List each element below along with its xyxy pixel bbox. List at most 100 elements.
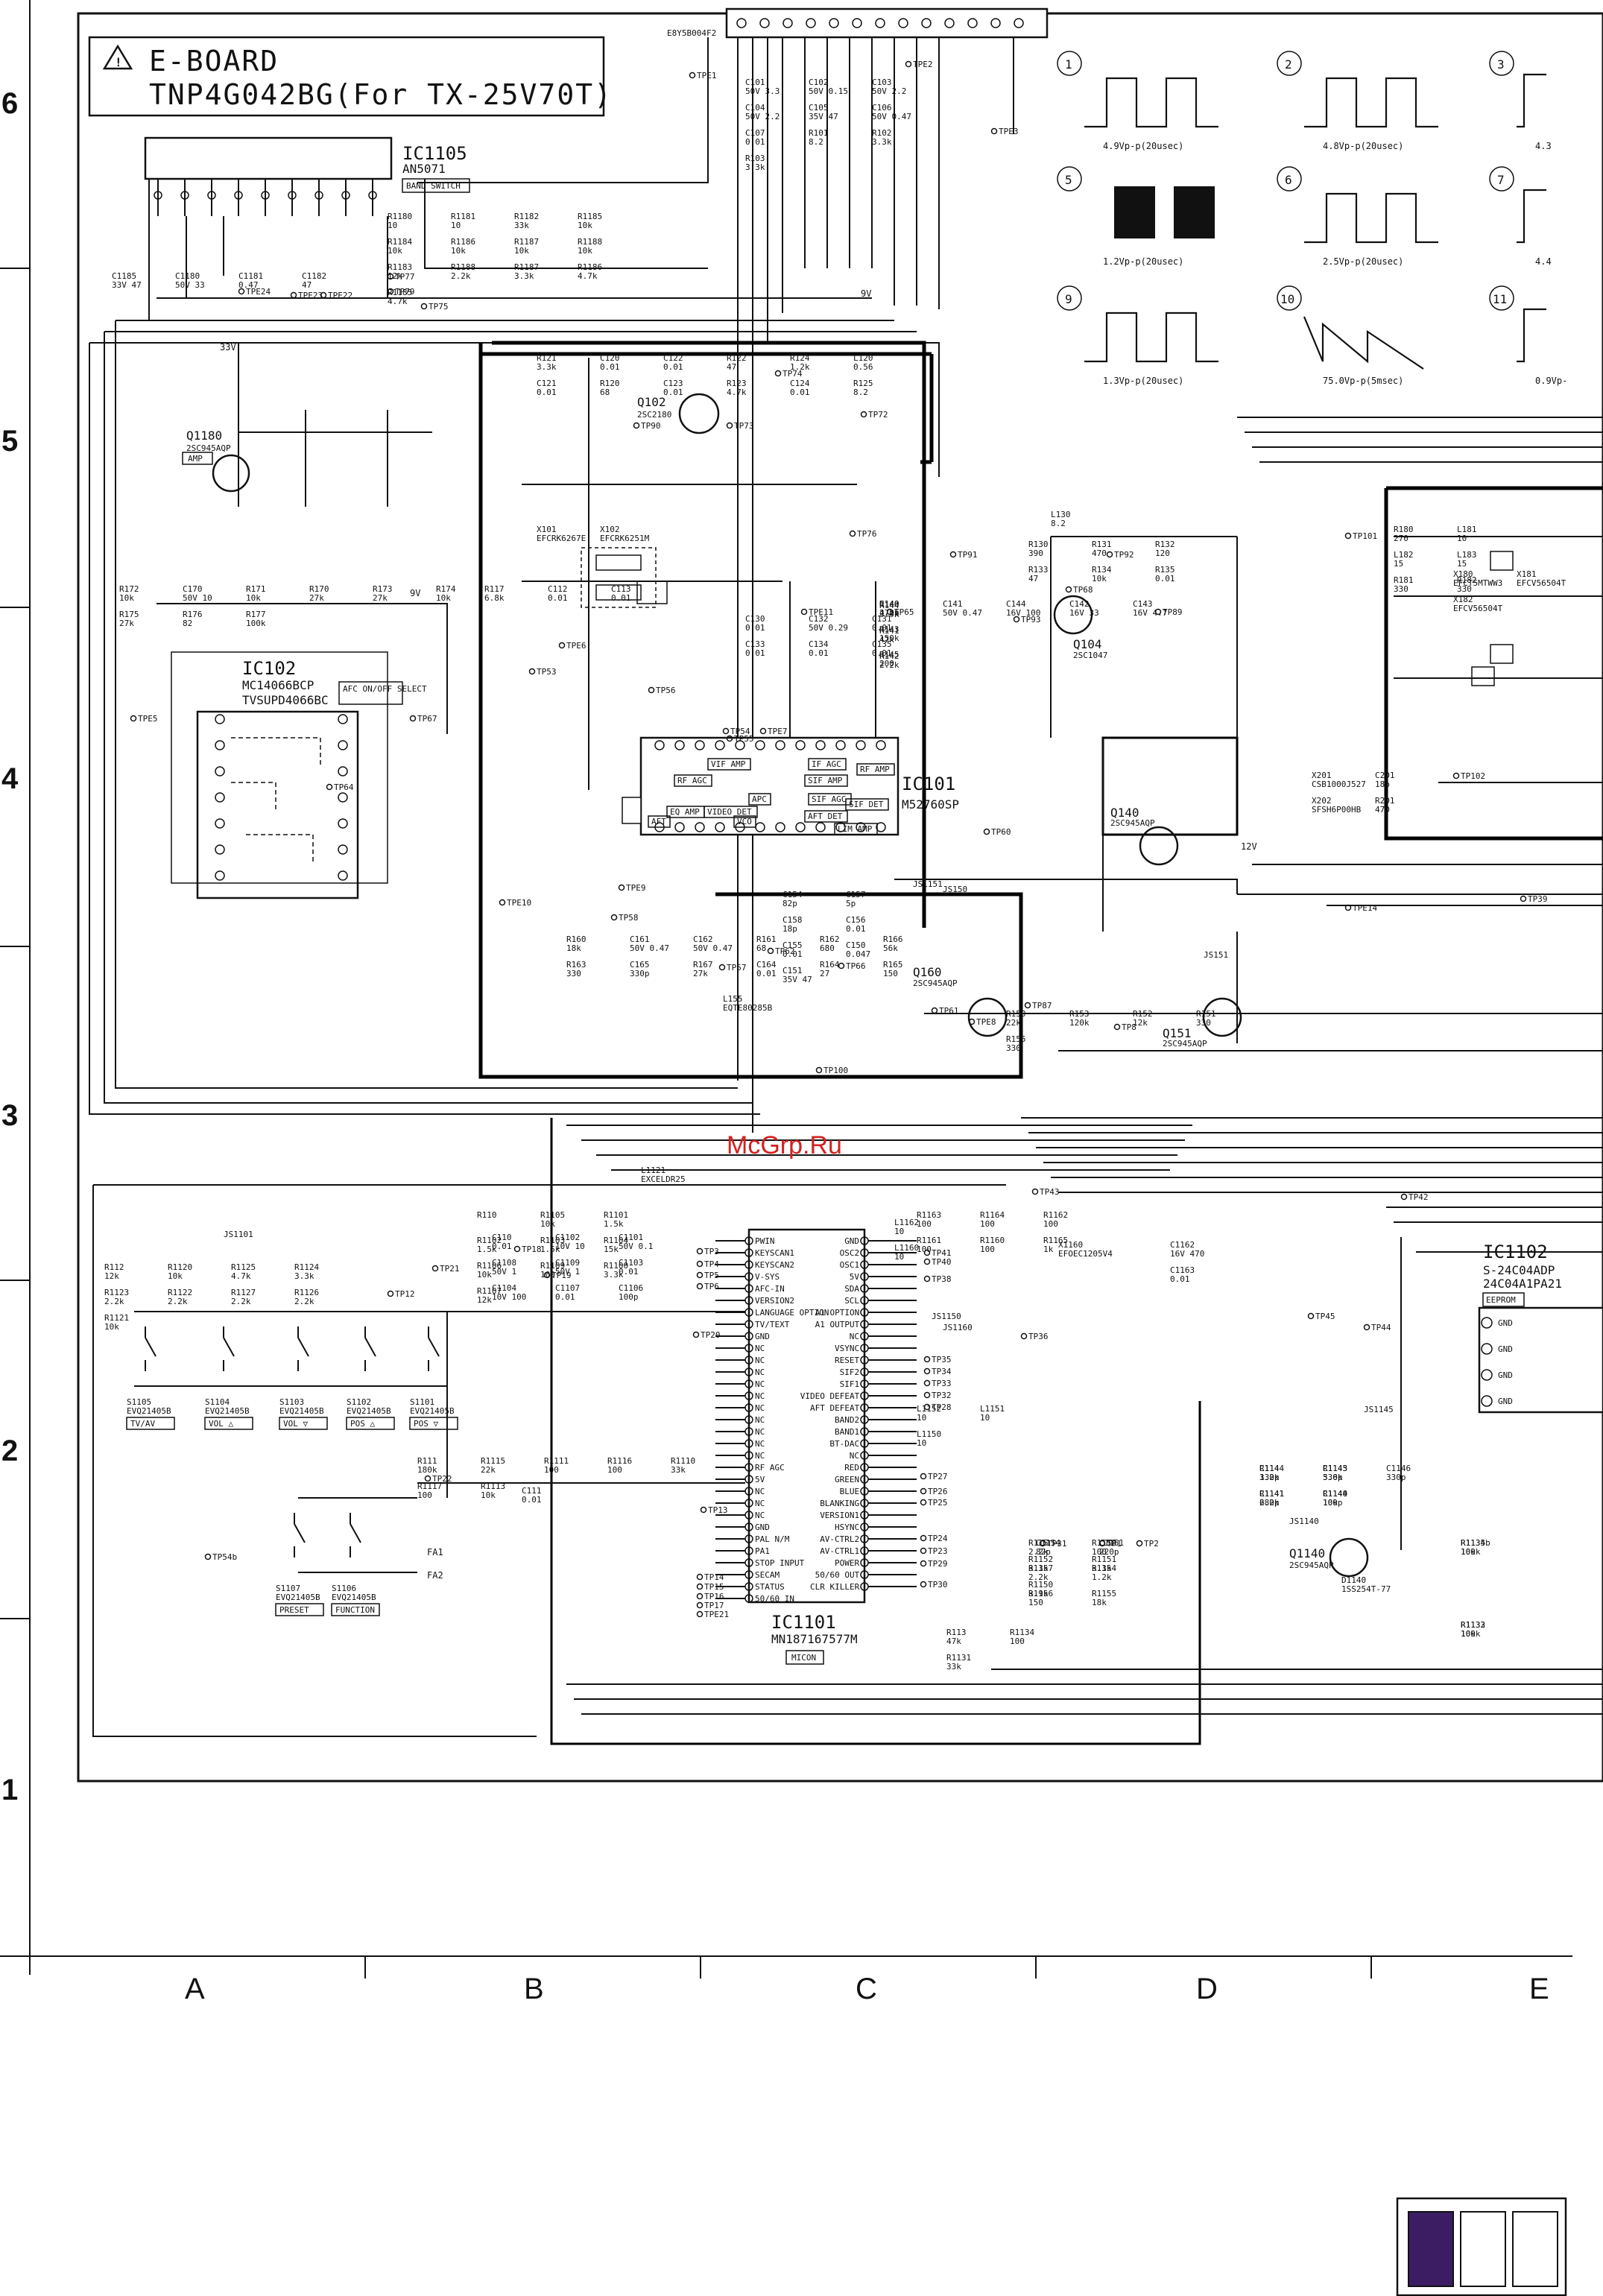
test-point-tp6: TP6 — [704, 1282, 719, 1291]
ic102-pin — [215, 714, 225, 724]
ic1101-pin-label: OSC2 — [840, 1248, 860, 1258]
component-ref: R1109 — [540, 1261, 565, 1271]
switch-ref: S1104 — [205, 1397, 230, 1407]
component-ref: R1131 — [946, 1653, 971, 1663]
test-point-tp38: TP38 — [932, 1274, 952, 1284]
test-point-tp100: TP100 — [823, 1066, 848, 1075]
test-point-marker — [689, 72, 696, 79]
ic1105-part: AN5071 — [402, 162, 446, 176]
component-ref: R1141 — [1259, 1489, 1284, 1499]
component-value: 15 — [1457, 559, 1467, 569]
component-value: 330 — [1006, 1043, 1021, 1053]
grid-col-a: A — [185, 1973, 205, 2005]
ic101-block-label: RF AMP — [860, 765, 890, 774]
ic1102-part1: S-24C04ADP — [1483, 1263, 1555, 1277]
component-value: 18p — [782, 924, 797, 934]
test-point-tp16: TP16 — [704, 1592, 724, 1601]
ic101-block-label: RF AGC — [677, 776, 707, 785]
ic1102-pin — [1481, 1317, 1493, 1329]
ic1101-pin-label: CLR KILLER — [810, 1582, 860, 1592]
test-point-tpe9: TPE9 — [626, 883, 646, 893]
ic1105-pin-node — [341, 191, 350, 200]
waveform-number-circle — [1277, 166, 1302, 192]
test-point-tp56: TP56 — [656, 686, 676, 695]
component-value: 10k — [119, 593, 134, 603]
component-value: 10k — [388, 246, 402, 256]
component-ref: R173 — [373, 584, 393, 594]
switch-part: EVQ21405B — [205, 1406, 250, 1416]
q1180: Q1180 2SC945AQP AMP — [182, 428, 250, 493]
component-value: 100 — [1043, 1219, 1058, 1229]
waveform-number-circle — [1057, 166, 1082, 192]
ic1102-pin — [1481, 1395, 1493, 1407]
test-point-tp40: TP40 — [932, 1257, 952, 1267]
ic1105-pin-node — [314, 191, 323, 200]
waveform-number: 2 — [1285, 57, 1292, 72]
ic101-block-label: APC — [752, 794, 767, 804]
component-ref: R143 — [879, 624, 899, 634]
test-point-tpe7: TPE7 — [768, 727, 788, 736]
fa1-label: FA1 — [427, 1547, 443, 1557]
component-ref: R123 — [727, 379, 747, 388]
test-point-marker — [1154, 608, 1162, 616]
component-ref: R151 — [1196, 1009, 1216, 1019]
ic1101-pin-label: RED — [844, 1463, 859, 1473]
ic1101-pin-label: POWER — [835, 1558, 859, 1568]
ic1105-ref: IC1105 — [402, 143, 467, 164]
component-ref: C157 — [846, 890, 866, 899]
component-ref: L1160 — [894, 1243, 919, 1253]
component-ref: R1185 — [578, 212, 602, 221]
connector-pin — [967, 18, 978, 28]
component-ref: C156 — [846, 915, 866, 925]
component-value: 50V 0.1 — [619, 1242, 653, 1251]
test-point-tp17: TP17 — [704, 1601, 724, 1610]
component-ref: C1104 — [492, 1283, 516, 1293]
jumper-js1101: JS1101 — [224, 1230, 253, 1239]
component-value: EFCV56504T — [1453, 604, 1503, 613]
waveform-number: 9 — [1065, 292, 1072, 306]
component-ref: C201 — [1375, 771, 1395, 780]
component-ref: C164 — [756, 960, 777, 970]
ic101-pin — [695, 822, 705, 832]
component-ref: C1180 — [175, 271, 200, 281]
component-value: 330 — [566, 969, 581, 978]
ic101-block — [674, 774, 712, 787]
component-ref: C110 — [492, 1233, 512, 1242]
ic101-block-label: SIF AMP — [808, 776, 843, 785]
component-ref: R1105 — [540, 1210, 565, 1220]
component-value: 150 — [883, 969, 898, 978]
component-ref: X101 — [537, 525, 557, 534]
component-ref: R177 — [246, 610, 266, 619]
ic1101-pin-label: SECAM — [755, 1570, 780, 1580]
ic1101-pin-label: AV-CTRL2 — [820, 1534, 859, 1544]
test-point-tp15: TP15 — [704, 1582, 724, 1592]
component-ref: R1133 — [1461, 1620, 1485, 1630]
test-point-marker — [696, 1247, 704, 1255]
test-point-tp102: TP102 — [1461, 771, 1485, 781]
